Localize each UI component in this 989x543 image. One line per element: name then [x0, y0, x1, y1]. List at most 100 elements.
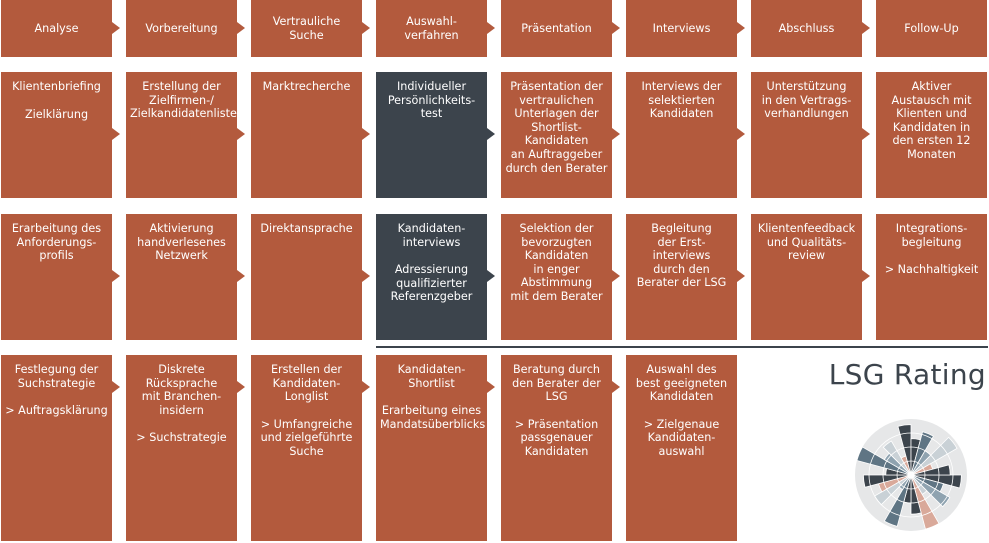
process-step: Klientenfeedback und Qualitäts- review — [751, 214, 862, 340]
process-step-text: > Zielgenaue Kandidaten- auswahl — [643, 417, 720, 458]
process-step-text: > Umfangreiche und zielgeführte Suche — [260, 417, 353, 458]
flow-arrow — [237, 128, 245, 140]
phase-header-label: Vertrauliche Suche — [272, 14, 341, 42]
process-step: Marktrecherche — [251, 72, 362, 198]
process-step: Aktivierung handverlesenes Netzwerk — [126, 214, 237, 340]
rating-chart-segment — [910, 464, 951, 476]
rating-chart-segment — [910, 431, 934, 476]
rating-chart-ring — [882, 446, 940, 504]
flow-arrow — [112, 270, 120, 282]
process-step-text: Integrations- begleitung — [895, 222, 968, 249]
process-step-text: Klientenfeedback und Qualitäts- review — [757, 222, 856, 263]
flow-arrow — [112, 128, 120, 140]
flow-arrow — [487, 381, 495, 393]
rating-chart-segment — [910, 474, 940, 530]
process-step-text: Festlegung der Suchstrategie — [14, 363, 99, 390]
flow-arrow — [487, 22, 495, 34]
flow-arrow — [612, 270, 620, 282]
phase-header: Follow-Up — [876, 0, 987, 57]
process-step-text: Interviews der selektierten Kandidaten — [641, 80, 722, 121]
rating-chart-ring — [868, 432, 954, 518]
flow-arrow — [487, 270, 495, 282]
process-step-text: Individueller Persönlichkeits- test — [387, 80, 476, 121]
process-step-text: Erarbeitung eines Mandatsüberblicks — [380, 404, 486, 431]
process-step-text: Adressierung qualifizierter Referenzgebe… — [390, 263, 473, 304]
process-step-text: Begleitung der Erst- interviews durch de… — [636, 222, 727, 290]
process-step-text: > Nachhaltigkeit — [884, 263, 979, 277]
process-step: Individueller Persönlichkeits- test — [376, 72, 487, 198]
rating-chart-segment — [856, 446, 912, 476]
flow-arrow — [737, 22, 745, 34]
phase-header-label: Analyse — [34, 21, 79, 35]
phase-header-label: Interviews — [652, 21, 711, 35]
flow-arrow — [237, 381, 245, 393]
flow-arrow — [612, 22, 620, 34]
process-step: Integrations- begleitung > Nachhaltigkeit — [876, 214, 987, 340]
phase-header-label: Abschluss — [778, 21, 835, 35]
process-step: Direktansprache — [251, 214, 362, 340]
process-step-text: Zielklärung — [24, 107, 89, 121]
phase-header: Abschluss — [751, 0, 862, 57]
phase-header: Analyse — [1, 0, 112, 57]
process-step-text: Kandidaten- Shortlist — [397, 363, 466, 390]
process-step-text: > Präsentation passgenauer Kandidaten — [514, 417, 599, 458]
rating-chart-segment — [883, 474, 912, 527]
flow-arrow — [737, 128, 745, 140]
flow-arrow — [362, 381, 370, 393]
phase-header-label: Präsentation — [521, 21, 592, 35]
process-step: Selektion der bevorzugten Kandidaten in … — [501, 214, 612, 340]
rating-chart-segment — [910, 436, 958, 476]
rating-chart-segment — [910, 474, 922, 515]
process-step: Diskrete Rücksprache mit Branchen- insid… — [126, 355, 237, 541]
phase-header-label: Follow-Up — [904, 21, 959, 35]
flow-arrow — [612, 381, 620, 393]
process-step: Aktiver Austausch mit Klienten und Kandi… — [876, 72, 987, 198]
phase-header: Vorbereitung — [126, 0, 237, 57]
phase-header: Auswahl- verfahren — [376, 0, 487, 57]
flow-arrow — [737, 270, 745, 282]
process-step-text: Marktrecherche — [262, 80, 351, 93]
process-step-text: Aktiver Austausch mit Klienten und Kandi… — [891, 80, 972, 161]
flow-arrow — [362, 22, 370, 34]
process-step-text: Selektion der bevorzugten Kandidaten in … — [510, 222, 603, 303]
rating-title: LSG Rating — [828, 358, 986, 391]
divider-line — [376, 346, 988, 348]
rating-chart-segment — [897, 424, 912, 476]
rating-chart-segment — [882, 440, 912, 476]
process-step-text: Aktivierung handverlesenes Netzwerk — [137, 222, 226, 263]
process-step-text: Direktansprache — [260, 222, 353, 235]
process-step: Erstellen der Kandidaten- Longlist > Umfa… — [251, 355, 362, 541]
process-step-text: Erarbeitung des Anforderungs- profils — [11, 222, 102, 263]
flow-arrow — [862, 128, 870, 140]
phase-header-label: Auswahl- verfahren — [404, 14, 459, 42]
rating-chart-segment — [910, 474, 951, 508]
process-step-text: Unterstützung in den Vertrags- verhandlu… — [761, 80, 852, 121]
process-step: Beratung durch den Berater der LSG > Präs… — [501, 355, 612, 541]
process-step-text: Erstellung der Zielfirmen-/ Zielkandidat… — [130, 80, 237, 121]
phase-header: Interviews — [626, 0, 737, 57]
process-step-text: Beratung durch den Berater der LSG — [512, 363, 601, 404]
flow-arrow — [487, 128, 495, 140]
rating-chart-segment — [862, 474, 912, 488]
flow-arrow — [112, 22, 120, 34]
lsg-rating-chart — [855, 419, 967, 531]
flow-arrow — [237, 22, 245, 34]
process-step: Festlegung der Suchstrategie > Auftragskl… — [1, 355, 112, 541]
phase-header: Vertrauliche Suche — [251, 0, 362, 57]
flow-arrow — [362, 128, 370, 140]
process-step-text: Diskrete Rücksprache mit Branchen- insid… — [141, 363, 222, 417]
process-step-text: > Suchstrategie — [136, 431, 227, 445]
flow-arrow — [612, 128, 620, 140]
process-step: Erarbeitung des Anforderungs- profils — [1, 214, 112, 340]
phase-header-label: Vorbereitung — [145, 21, 218, 35]
process-step-text: > Auftragsklärung — [5, 404, 108, 418]
process-step: Interviews der selektierten Kandidaten — [626, 72, 737, 198]
process-step: Begleitung der Erst- interviews durch de… — [626, 214, 737, 340]
process-step-text: Erstellen der Kandidaten- Longlist — [270, 363, 343, 404]
flow-arrow — [362, 270, 370, 282]
process-step: Auswahl des best geeigneten Kandidaten> … — [626, 355, 737, 541]
rating-chart-ring — [896, 460, 926, 490]
process-step-text: Präsentation der vertraulichen Unterlage… — [505, 80, 608, 175]
